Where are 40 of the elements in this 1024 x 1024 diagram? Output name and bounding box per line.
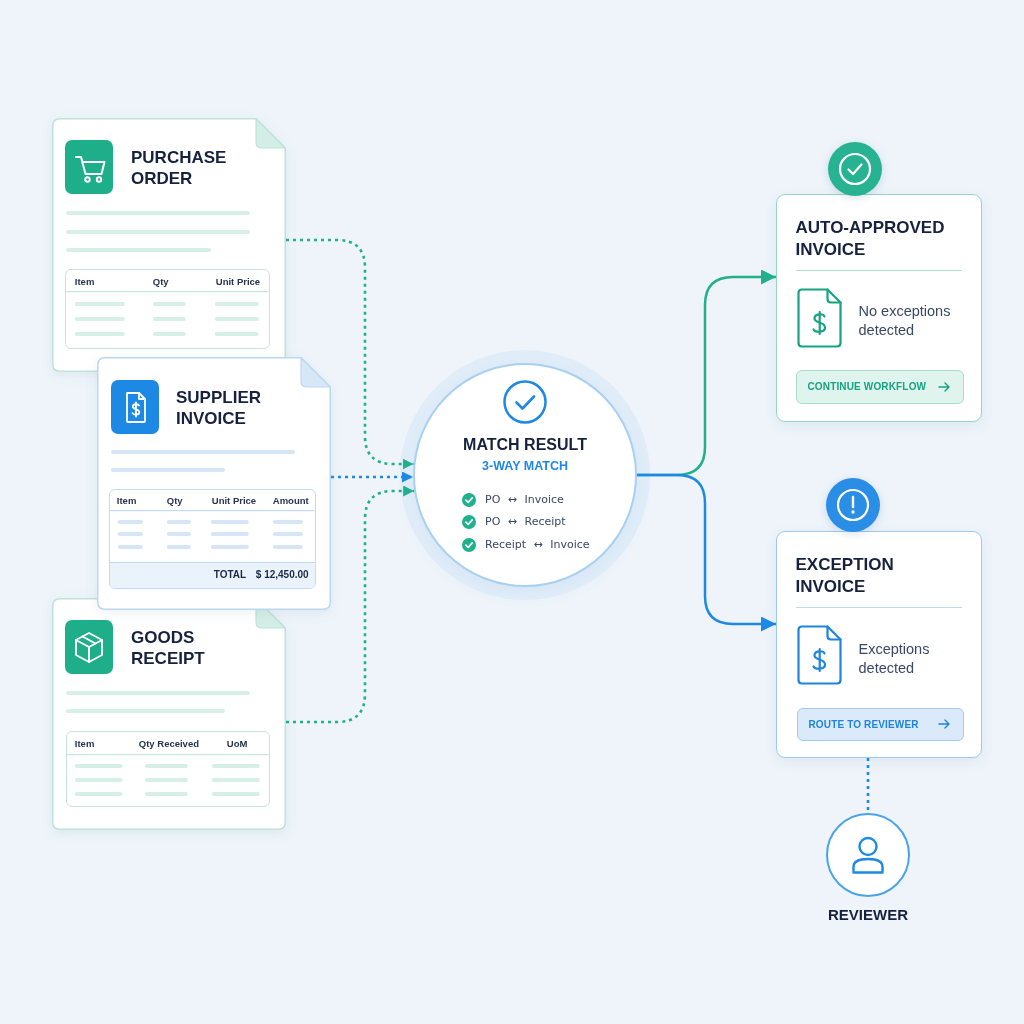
document-title: GOODS RECEIPT xyxy=(131,627,206,669)
dotted-connector-arrow xyxy=(331,471,413,483)
match-subtitle: 3-WAY MATCH xyxy=(481,458,569,474)
data-table xyxy=(109,489,316,589)
card-title: EXCEPTION INVOICE xyxy=(795,553,895,598)
result-card xyxy=(776,194,982,422)
document-sheet xyxy=(52,598,286,830)
role-label: REVIEWER xyxy=(827,906,909,924)
column-header: Unit Price xyxy=(215,275,261,288)
status-text: No exceptions detected xyxy=(858,301,952,340)
column-header: Qty xyxy=(166,494,183,507)
column-header: Amount xyxy=(272,494,309,507)
column-header: Item xyxy=(74,737,95,750)
total-amount: $ 12,450.00 xyxy=(255,567,309,581)
action-button: ROUTE TO REVIEWER xyxy=(796,707,964,741)
card-title: AUTO-APPROVED INVOICE xyxy=(795,216,946,261)
data-table xyxy=(65,269,270,349)
total-label: TOTAL xyxy=(213,567,247,581)
match-pair: Receipt ↔ Invoice xyxy=(485,537,590,553)
data-table xyxy=(66,731,270,807)
column-header: Unit Price xyxy=(211,494,257,507)
match-pair: PO ↔ Invoice xyxy=(485,492,564,508)
dotted-connector-arrow xyxy=(286,238,414,470)
status-text: Exceptions detected xyxy=(858,639,931,678)
action-button: CONTINUE WORKFLOW xyxy=(795,369,964,404)
circle-title: MATCH RESULT xyxy=(462,435,588,455)
dotted-connector-line xyxy=(866,758,870,813)
column-header: Qty xyxy=(152,275,169,288)
column-header: Item xyxy=(74,275,95,288)
document-title: SUPPLIER INVOICE xyxy=(176,387,263,429)
match-pair: PO ↔ Receipt xyxy=(485,514,566,530)
connector-arrow xyxy=(637,473,776,632)
document-title: PURCHASE ORDER xyxy=(131,147,228,189)
document-sheet xyxy=(52,118,286,372)
column-header: Qty Received xyxy=(138,737,199,750)
dotted-connector-arrow xyxy=(286,485,415,724)
column-header: Item xyxy=(116,494,137,507)
document-sheet xyxy=(97,357,331,610)
result-card xyxy=(776,531,982,758)
column-header: UoM xyxy=(226,737,248,750)
